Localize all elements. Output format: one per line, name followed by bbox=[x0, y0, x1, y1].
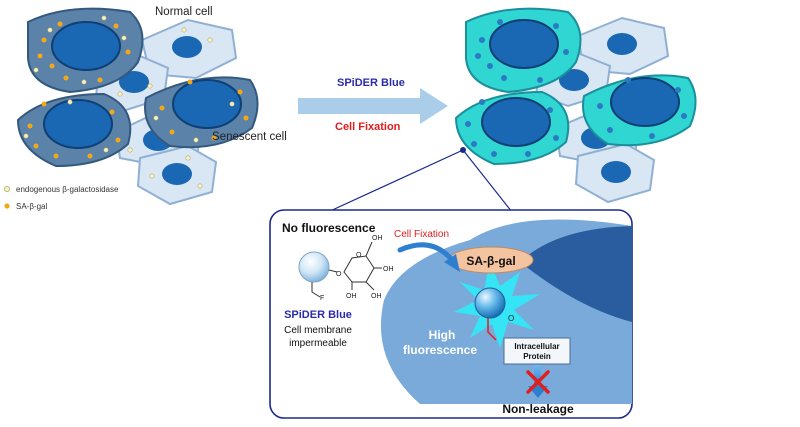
endogenous-dots bbox=[23, 15, 235, 189]
senescent-cell-nucleus bbox=[172, 79, 242, 129]
blocked-cross-icon bbox=[526, 370, 550, 394]
arrow-shape bbox=[298, 88, 448, 124]
legend-sa-label: SA-β-gal bbox=[16, 202, 48, 211]
hydroxyl-bottom-label: OH bbox=[346, 293, 357, 300]
fluorine-linker bbox=[311, 282, 321, 298]
intracellular-protein-box bbox=[503, 337, 571, 365]
legend-sa-swatch bbox=[4, 203, 10, 209]
senescent-cell-label: Senescent cell bbox=[212, 131, 287, 143]
enzyme-label: SA-β-gal bbox=[466, 254, 515, 268]
senescent-cell-nucleus bbox=[51, 21, 121, 71]
normal-cell-nucleus bbox=[172, 36, 202, 58]
zoom-line bbox=[327, 149, 464, 213]
no-fluorescence-label: No fluorescence bbox=[282, 221, 376, 235]
glycosidic-bond bbox=[328, 269, 338, 273]
probe-ball bbox=[298, 251, 330, 283]
leakage-arrow-shaft bbox=[534, 365, 541, 387]
normal-cell-label: Normal cell bbox=[155, 6, 213, 18]
fluorophore-ball bbox=[474, 287, 506, 319]
left-cell-group: Normal cell Senescent cell bbox=[16, 6, 287, 206]
membrane-line-1: Cell membrane bbox=[284, 325, 352, 336]
oh-bond bbox=[365, 281, 375, 291]
legend: endogenous β-galactosidase SA-β-gal bbox=[4, 185, 119, 211]
ring-oxygen-label: O bbox=[356, 252, 362, 259]
protein-line-2: Protein bbox=[523, 352, 551, 361]
zoom-line bbox=[462, 149, 513, 213]
entry-arrow-head bbox=[444, 254, 460, 272]
fluorine-label: F bbox=[320, 295, 324, 302]
glycosidic-oxygen-label: O bbox=[336, 271, 342, 278]
hydroxyl-lower-right-label: OH bbox=[371, 293, 382, 300]
high-fluorescence-line-1: High bbox=[429, 328, 456, 342]
sa-beta-gal-dots bbox=[27, 21, 249, 159]
normal-cell-nucleus bbox=[162, 163, 192, 185]
cell-fixation-label: Cell Fixation bbox=[394, 229, 449, 240]
non-leakage-label: Non-leakage bbox=[502, 402, 574, 416]
stained-cell-nucleus bbox=[610, 77, 680, 127]
normal-cell-nucleus bbox=[119, 71, 149, 93]
normal-cell-nucleus bbox=[559, 69, 589, 91]
legend-endogenous-swatch bbox=[4, 185, 10, 192]
stained-cell-nucleus bbox=[489, 19, 559, 69]
bond-oxygen-label: O bbox=[508, 314, 514, 323]
covalent-bond bbox=[487, 318, 497, 341]
hydroxyl-right-label: OH bbox=[383, 266, 394, 273]
hydroxyl-top-label: OH bbox=[372, 235, 383, 242]
arrow-label-fixation: Cell Fixation bbox=[335, 121, 401, 133]
senescent-cell-nucleus bbox=[43, 99, 113, 149]
normal-cell-nucleus bbox=[607, 33, 637, 55]
zoom-target bbox=[460, 147, 466, 153]
probe-name-label: SPiDER Blue bbox=[284, 309, 352, 321]
arrow-label-probe: SPiDER Blue bbox=[337, 77, 405, 89]
nucleus-region bbox=[520, 226, 632, 322]
ch2oh-bond bbox=[365, 241, 373, 257]
normal-cell-nucleus bbox=[601, 161, 631, 183]
protein-line-1: Intracellular bbox=[514, 342, 559, 351]
membrane-line-2: impermeable bbox=[289, 338, 347, 349]
stained-cell-nucleus bbox=[481, 97, 551, 147]
stained-dots bbox=[465, 19, 687, 157]
right-cell-group bbox=[454, 7, 697, 204]
process-arrow: SPiDER Blue Cell Fixation bbox=[298, 77, 448, 133]
entry-arrow bbox=[397, 242, 455, 263]
detail-panel: O SA-β-gal No fluorescence Cell Fixation… bbox=[269, 209, 633, 419]
legend-endogenous-label: endogenous β-galactosidase bbox=[16, 185, 119, 194]
high-fluorescence-line-2: fluorescence bbox=[403, 343, 477, 357]
